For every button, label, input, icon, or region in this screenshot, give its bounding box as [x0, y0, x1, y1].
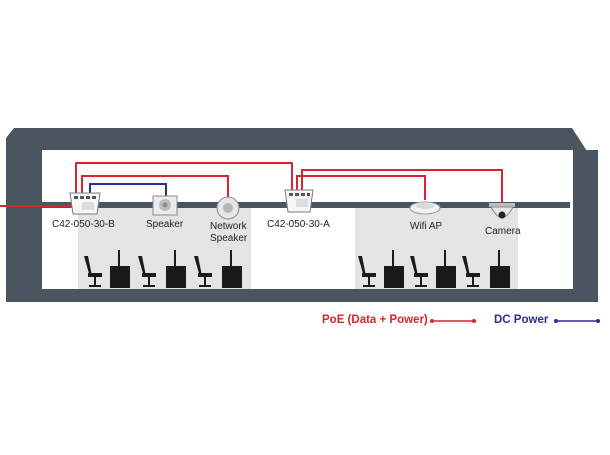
legend-dc-label: DC Power: [494, 314, 549, 326]
legend-poe-dot: [430, 319, 434, 323]
poe-cable-uplink: [75, 162, 293, 194]
switch-b-port: [74, 196, 78, 199]
chair-seat: [466, 273, 480, 277]
chair-post: [204, 277, 206, 285]
wifi-ap-device: [409, 201, 441, 215]
chair-post: [94, 277, 96, 285]
camera-lens: [498, 211, 506, 219]
monitor: [498, 250, 500, 266]
poe-cable-wifi-ap: [296, 175, 426, 200]
monitor: [392, 250, 394, 266]
desk: [436, 266, 456, 288]
switch-a-label: C42-050-30-A: [267, 219, 330, 230]
camera-device: [489, 203, 515, 219]
cables: [0, 162, 503, 207]
switch-a-device: [284, 189, 314, 213]
speaker-grille-center: [162, 202, 168, 208]
switch-a-port: [289, 193, 293, 196]
desk: [166, 266, 186, 288]
speaker-device: [152, 195, 178, 216]
chair-seat: [142, 273, 156, 277]
monitor: [444, 250, 446, 266]
network-speaker-label-line1: Network: [210, 221, 247, 232]
chair-post: [472, 277, 474, 285]
legend-dc-dot: [596, 319, 600, 323]
chair-seat: [414, 273, 428, 277]
speaker-label: Speaker: [146, 219, 184, 230]
chair-back: [138, 256, 146, 277]
network-speaker-grille: [223, 203, 233, 213]
chair-seat: [362, 273, 376, 277]
chair-base: [363, 285, 375, 287]
network-speaker-device: [216, 196, 240, 220]
chair-post: [420, 277, 422, 285]
chair-post: [148, 277, 150, 285]
chair-base: [89, 285, 101, 287]
desk: [222, 266, 242, 288]
ground-floor: [6, 289, 598, 302]
poe-cable-camera: [301, 169, 503, 203]
chair-back: [358, 256, 366, 277]
chair-seat: [88, 273, 102, 277]
wifi-ap-top: [416, 203, 434, 209]
monitor: [118, 250, 120, 266]
chair-base: [415, 285, 427, 287]
monitor: [174, 250, 176, 266]
chair-base: [467, 285, 479, 287]
chair-back: [462, 256, 470, 277]
left-wall-upper: [14, 150, 42, 202]
switch-b-label-plate: [82, 202, 94, 210]
left-wall-lower: [14, 208, 42, 289]
chair-post: [368, 277, 370, 285]
chair-base: [199, 285, 211, 287]
legend-poe-label: PoE (Data + Power): [322, 314, 428, 326]
chair-back: [84, 256, 92, 277]
poe-cable-network-speaker: [81, 175, 229, 198]
office-furniture: [84, 250, 510, 288]
chair-seat: [198, 273, 212, 277]
monitor: [230, 250, 232, 266]
legend-poe-dot: [472, 319, 476, 323]
switch-b-label: C42-050-30-B: [52, 219, 115, 230]
chair-base: [143, 285, 155, 287]
switch-a-label-plate: [296, 199, 308, 207]
switch-a-port: [295, 193, 299, 196]
desk: [384, 266, 404, 288]
switch-b-port: [80, 196, 84, 199]
camera-label: Camera: [485, 226, 521, 237]
dc-cable-speaker: [89, 183, 167, 196]
network-speaker-label-line2: Speaker: [210, 233, 248, 244]
switch-b-port: [86, 196, 90, 199]
desk: [110, 266, 130, 288]
switch-a-port: [301, 193, 305, 196]
chair-back: [194, 256, 202, 277]
switch-b-device: [69, 192, 101, 215]
desk: [490, 266, 510, 288]
legend-lines: [430, 319, 600, 323]
wifi-ap-label: Wifi AP: [410, 221, 443, 232]
right-wall: [573, 150, 598, 289]
switch-a-port: [307, 193, 310, 196]
camera-mount: [489, 203, 515, 207]
switch-b-port: [92, 196, 96, 199]
chair-back: [410, 256, 418, 277]
legend-dc-dot: [554, 319, 558, 323]
